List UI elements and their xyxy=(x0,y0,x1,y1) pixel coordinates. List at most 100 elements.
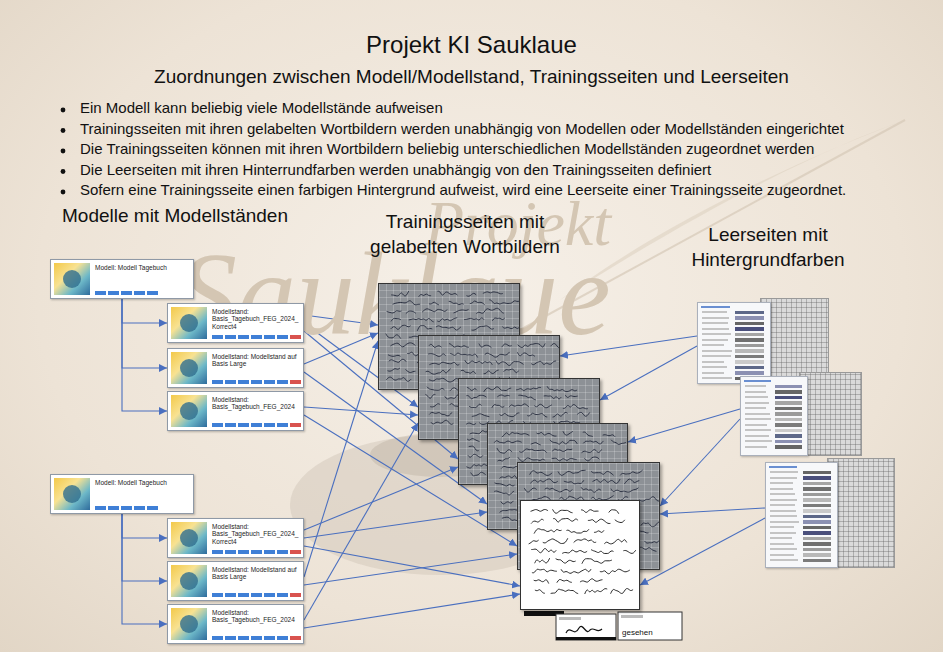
label-slot: Ein Modell kann beliebig viele Modellstä… xyxy=(80,99,935,117)
color-name-bar xyxy=(702,317,729,319)
app-logo xyxy=(171,608,207,640)
handwriting-stroke xyxy=(429,362,459,365)
handwriting-stroke xyxy=(485,352,510,357)
handwriting-stroke xyxy=(524,488,537,492)
button-icon xyxy=(212,593,223,597)
color-swatch xyxy=(775,385,802,389)
color-name-bar xyxy=(702,366,727,368)
color-swatch xyxy=(803,498,831,502)
color-swatch xyxy=(735,371,764,375)
bullet-dots xyxy=(61,108,66,195)
handwriting-stroke xyxy=(492,318,505,321)
color-name-bar xyxy=(770,510,796,512)
button-icon xyxy=(121,291,132,295)
app-logo xyxy=(54,263,90,295)
color-list-panel xyxy=(765,462,838,568)
logo-mark xyxy=(63,485,81,503)
handwriting-stroke xyxy=(565,395,578,397)
handwriting-stroke xyxy=(552,458,577,461)
label-slot: Die Trainingsseiten können mit ihren Wor… xyxy=(80,140,935,158)
color-name-bar xyxy=(770,521,799,523)
button-icon xyxy=(251,593,262,597)
handwriting-stroke xyxy=(535,558,550,563)
card-strip xyxy=(556,637,616,640)
handwriting-stroke xyxy=(552,449,572,451)
color-name-bar xyxy=(745,407,766,409)
handwriting-stroke xyxy=(582,449,602,452)
button-icon xyxy=(238,593,249,597)
model-state-title: Modellstand: Basis_Tagebuch_FEG_2024 xyxy=(212,609,300,624)
model-card: Modell: Modell Tagebuch xyxy=(50,474,194,514)
handwriting-stroke xyxy=(534,580,549,584)
handwriting-stroke xyxy=(574,539,597,543)
handwriting-stroke xyxy=(558,470,586,475)
word-image-cards xyxy=(524,611,682,640)
color-name-bar xyxy=(770,554,794,556)
color-swatch xyxy=(775,412,802,416)
button-row xyxy=(212,550,301,554)
color-swatch xyxy=(775,390,802,394)
card-text-box: Modell: Modell Tagebuch xyxy=(95,479,190,486)
handwriting-stroke xyxy=(386,334,401,339)
handwriting-stroke xyxy=(583,432,593,436)
button-icon xyxy=(238,423,249,427)
blank-page xyxy=(740,372,862,456)
color-swatch xyxy=(803,548,831,552)
handwriting-stroke xyxy=(484,387,512,392)
connector-arrow xyxy=(122,299,167,411)
color-name-bar xyxy=(745,440,772,442)
handwriting-stroke xyxy=(471,326,494,330)
color-name-bar xyxy=(702,350,732,352)
color-name-bar xyxy=(770,515,797,517)
color-swatch xyxy=(775,429,802,433)
handwriting-stroke xyxy=(611,440,626,445)
color-name-bar xyxy=(770,499,797,501)
blank-page xyxy=(765,458,895,568)
handwriting-stroke xyxy=(615,520,625,523)
button-icon xyxy=(264,593,275,597)
color-swatch xyxy=(735,311,764,315)
handwriting-stroke xyxy=(543,538,568,543)
logo-mark xyxy=(180,314,198,332)
button-row xyxy=(212,593,301,597)
handwriting-stroke xyxy=(624,479,639,484)
handwriting-stroke xyxy=(389,359,407,362)
bullet-dot xyxy=(61,149,66,154)
color-swatch xyxy=(775,401,802,405)
button-icon xyxy=(264,423,275,427)
model-state-card: Modellstand: Basis_Tagebuch_FEG_2024_Kor… xyxy=(167,303,304,343)
color-name-bar xyxy=(770,477,797,479)
connector-arrow xyxy=(600,346,697,400)
model-card: Modell: Modell Tagebuch xyxy=(50,259,194,299)
title: Projekt KI Sauklaue xyxy=(366,31,577,59)
button-icon xyxy=(264,550,275,554)
color-swatch xyxy=(735,355,764,359)
button-icon xyxy=(277,423,288,427)
color-name-bar xyxy=(702,328,729,330)
color-swatch xyxy=(775,434,802,438)
color-swatch xyxy=(803,471,831,475)
handwriting-stroke xyxy=(479,344,492,348)
handwriting-stroke xyxy=(430,404,440,407)
handwriting-stroke xyxy=(388,355,401,357)
connector-arrow xyxy=(660,419,740,506)
button-icon xyxy=(134,506,145,510)
model-state-title: Modellstand: Basis_Tagebuch_FEG_2024_Kor… xyxy=(212,523,300,545)
color-name-bar xyxy=(702,333,731,335)
color-name-bar xyxy=(702,372,724,374)
color-name-bar xyxy=(770,537,792,539)
handwriting-stroke xyxy=(450,353,478,357)
connector-arrow xyxy=(304,512,487,538)
handwriting-stroke xyxy=(471,472,486,476)
handwriting-stroke xyxy=(566,529,589,533)
handwriting-stroke xyxy=(406,311,416,314)
delete-button-icon xyxy=(290,335,301,339)
button-icon xyxy=(212,550,223,554)
button-icon xyxy=(108,506,119,510)
handwriting-stroke xyxy=(603,435,616,437)
handwriting-stroke xyxy=(600,569,630,574)
title-slot: Projekt KI Sauklaue xyxy=(0,31,943,59)
handwriting-stroke xyxy=(391,318,401,321)
model-state-title: Modellstand: Modellstand auf Basis Large xyxy=(212,566,300,581)
